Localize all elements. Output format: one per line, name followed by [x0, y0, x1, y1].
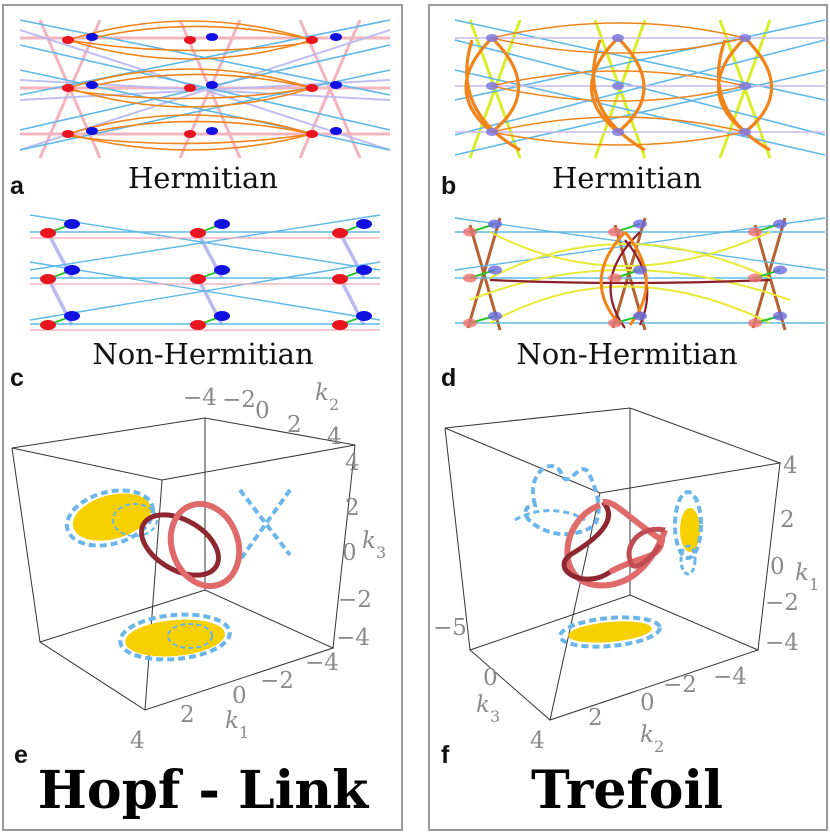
- panel-d-caption: Non-Hermitian: [516, 337, 737, 371]
- panel-f-title: Trefoil: [531, 760, 723, 821]
- panel-e-axis-labels: −4 −2 0 2 4 k2 4 2 0 −2 −4 k3 4 2 0 −2 −…: [130, 380, 386, 754]
- panel-e-box: [11, 417, 356, 711]
- e-k1-label: k1: [225, 708, 249, 742]
- panel-d-letter: d: [441, 364, 456, 392]
- panel-b-letter: b: [441, 172, 456, 200]
- e-k3-tick-0: 4: [345, 450, 360, 476]
- panel-c-lattice: [29, 214, 381, 331]
- panel-c-caption: Non-Hermitian: [92, 337, 313, 371]
- panel-c-letter: c: [10, 364, 24, 392]
- panel-f-axis-labels: 4 2 0 −2 −4 k1 −5 0 k3 4 2 0 −2 −4 k2: [433, 453, 819, 756]
- e-k3-tick-2: 0: [342, 540, 357, 566]
- panel-f-trefoil-knot: [561, 498, 668, 589]
- e-k1-tick-4: −4: [305, 650, 339, 676]
- f-k2-tick-4: −4: [713, 664, 747, 690]
- e-k1-tick-0: 4: [130, 728, 145, 754]
- panel-e-letter: e: [14, 741, 28, 769]
- f-k2-tick-1: 2: [588, 705, 603, 731]
- panel-a-letter: a: [10, 172, 25, 200]
- f-k1-label: k1: [795, 560, 819, 594]
- e-k3-tick-1: 2: [345, 495, 360, 521]
- e-k2-label: k2: [315, 380, 339, 414]
- f-k3-tick-1: 0: [483, 665, 498, 691]
- e-k3-label: k3: [362, 528, 386, 562]
- e-k2-tick-0: −4: [183, 385, 217, 411]
- f-k2-tick-0: 4: [530, 728, 545, 754]
- panel-f-letter: f: [441, 741, 450, 769]
- panel-e-projections: [64, 488, 292, 662]
- f-k2-tick-3: −2: [663, 672, 697, 698]
- f-k3-tick-0: −5: [433, 615, 467, 641]
- f-k1-tick-3: −2: [765, 590, 799, 616]
- left-frame: [2, 4, 403, 831]
- panel-f-projections: [514, 464, 703, 649]
- e-k3-tick-4: −4: [336, 625, 370, 651]
- panel-b-lattice: [454, 19, 826, 159]
- right-frame: [428, 4, 828, 831]
- e-k1-tick-3: −2: [260, 668, 294, 694]
- f-k2-tick-2: 0: [640, 690, 655, 716]
- panel-e-hopf-link: [139, 500, 243, 590]
- panel-a-lattice: [19, 19, 391, 159]
- panel-f-box: [444, 407, 782, 721]
- f-k1-tick-4: −4: [765, 630, 799, 656]
- e-k2-tick-3: 2: [287, 412, 302, 438]
- f-k1-tick-1: 2: [780, 507, 795, 533]
- e-k1-tick-2: 0: [232, 683, 247, 709]
- f-k2-label: k2: [640, 722, 664, 756]
- panel-a-caption: Hermitian: [128, 161, 278, 195]
- panel-b-caption: Hermitian: [552, 161, 702, 195]
- f-k1-tick-0: 4: [783, 453, 798, 479]
- e-k2-tick-2: 0: [255, 398, 270, 424]
- e-k1-tick-1: 2: [180, 702, 195, 728]
- panel-d-lattice: [454, 217, 826, 331]
- e-k2-tick-1: −2: [222, 387, 256, 413]
- e-k2-tick-4: 4: [327, 424, 342, 450]
- f-k3-label: k3: [476, 692, 500, 726]
- panel-e-title: Hopf - Link: [38, 760, 369, 821]
- f-k1-tick-2: 0: [770, 554, 785, 580]
- e-k3-tick-3: −2: [338, 587, 372, 613]
